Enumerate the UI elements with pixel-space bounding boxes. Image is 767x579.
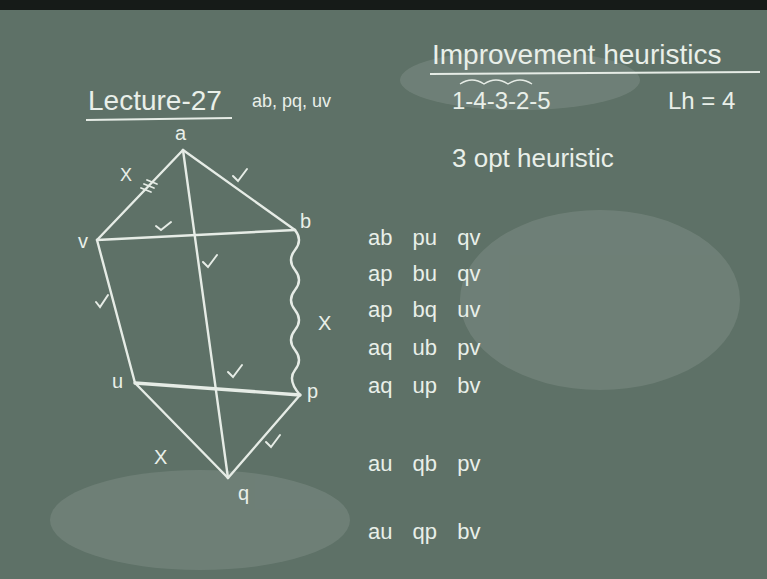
exchange-option: au qb pv (368, 452, 480, 476)
vertex-label: v (78, 230, 88, 252)
chalk-smudges (50, 50, 740, 570)
removed-edge-mark: X (120, 166, 132, 186)
vertex-label: u (112, 370, 123, 392)
exchange-option: aq up bv (368, 374, 480, 398)
vertex-label: a (175, 122, 186, 144)
vertex-label: b (300, 210, 311, 232)
vertex-label: p (307, 380, 318, 402)
underlines (86, 72, 760, 120)
vertex-label: q (238, 482, 249, 504)
exchange-option: ap bq uv (368, 298, 480, 322)
tour-sequence: 1-4-3-2-5 (452, 88, 551, 114)
removed-edge-mark: X (318, 312, 331, 334)
edge-set-note: ab, pq, uv (252, 92, 331, 112)
exchange-option: ab pu qv (368, 226, 480, 250)
board-heading: Improvement heuristics (432, 40, 721, 71)
board-top-frame (0, 0, 767, 10)
tour-graph (96, 150, 300, 478)
method-name: 3 opt heuristic (452, 144, 614, 173)
exchange-option: aq ub pv (368, 336, 480, 360)
exchange-option: au qp bv (368, 520, 480, 544)
exchange-option: ap bu qv (368, 262, 480, 286)
tour-length: Lh = 4 (668, 88, 735, 114)
lecture-number: Lecture-27 (88, 86, 222, 117)
removed-edge-mark: X (154, 446, 167, 468)
